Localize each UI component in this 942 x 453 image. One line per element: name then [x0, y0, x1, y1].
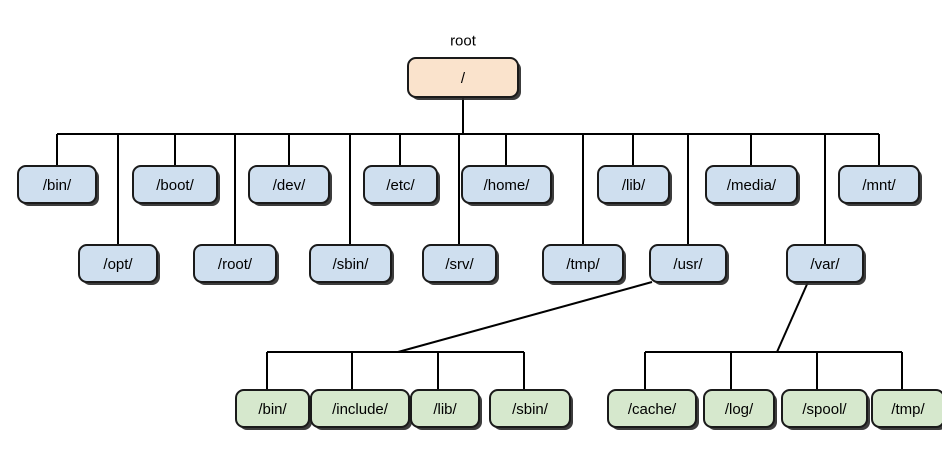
node-usr-child-lib[interactable]: /lib/ [410, 389, 482, 430]
node-label: /spool/ [802, 401, 847, 418]
node-box[interactable] [786, 244, 864, 283]
node-box[interactable] [649, 244, 727, 283]
node-label: /opt/ [103, 256, 133, 273]
node-level1-tmp[interactable]: /tmp/ [542, 244, 626, 285]
node-box[interactable] [871, 389, 942, 428]
node-level1-var[interactable]: /var/ [786, 244, 866, 285]
node-label: /include/ [332, 401, 389, 418]
node-level1-usr[interactable]: /usr/ [649, 244, 729, 285]
node-label: /usr/ [673, 256, 703, 273]
node-label: /etc/ [386, 177, 415, 194]
node-label: /bin/ [258, 401, 287, 418]
nodes-layer: / /bin/ /opt/ /boot/ /root/ /dev/ /sbin/ /etc/ /… [17, 57, 942, 430]
node-box[interactable] [607, 389, 697, 428]
node-label: /media/ [727, 177, 777, 194]
node-level1-opt[interactable]: /opt/ [78, 244, 160, 285]
node-box[interactable] [705, 165, 798, 204]
node-box[interactable] [838, 165, 920, 204]
node-label: /log/ [725, 401, 754, 418]
node-box[interactable] [235, 389, 310, 428]
node-label: /dev/ [273, 177, 306, 194]
node-var-child-tmp[interactable]: /tmp/ [871, 389, 942, 430]
node-box[interactable] [309, 244, 392, 283]
node-level1-srv[interactable]: /srv/ [422, 244, 499, 285]
node-label: /home/ [484, 177, 531, 194]
node-box[interactable] [132, 165, 218, 204]
edge-usr-diagonal [397, 281, 653, 353]
node-box[interactable] [248, 165, 330, 204]
node-label: /bin/ [43, 177, 72, 194]
node-level1-root[interactable]: /root/ [193, 244, 279, 285]
node-box[interactable] [703, 389, 775, 428]
node-level1-boot[interactable]: /boot/ [132, 165, 220, 206]
node-box[interactable] [17, 165, 97, 204]
node-box[interactable] [310, 389, 410, 428]
node-label: /lib/ [622, 177, 646, 194]
node-label: /var/ [810, 256, 840, 273]
node-level1-media[interactable]: /media/ [705, 165, 800, 206]
node-box[interactable] [78, 244, 158, 283]
node-label: /root/ [218, 256, 253, 273]
node-var-child-cache[interactable]: /cache/ [607, 389, 699, 430]
node-var-child-log[interactable]: /log/ [703, 389, 777, 430]
node-label: /tmp/ [891, 401, 925, 418]
node-level1-sbin[interactable]: /sbin/ [309, 244, 394, 285]
node-box[interactable] [407, 57, 519, 98]
node-label: /sbin/ [333, 256, 370, 273]
edges-layer [56, 97, 903, 390]
node-level1-dev[interactable]: /dev/ [248, 165, 332, 206]
node-level1-bin[interactable]: /bin/ [17, 165, 99, 206]
node-label: /sbin/ [512, 401, 549, 418]
node-box[interactable] [542, 244, 624, 283]
node-label: /srv/ [445, 256, 474, 273]
node-usr-child-include[interactable]: /include/ [310, 389, 412, 430]
node-box[interactable] [363, 165, 438, 204]
node-label: / [461, 70, 466, 87]
node-level1-home[interactable]: /home/ [461, 165, 554, 206]
node-box[interactable] [461, 165, 552, 204]
node-usr-child-bin[interactable]: /bin/ [235, 389, 312, 430]
node-box[interactable] [422, 244, 497, 283]
node-box[interactable] [193, 244, 277, 283]
node-box[interactable] [781, 389, 868, 428]
root-caption: root [450, 33, 477, 50]
node-level1-etc[interactable]: /etc/ [363, 165, 440, 206]
node-level1-mnt[interactable]: /mnt/ [838, 165, 922, 206]
edge-var-diagonal [776, 281, 809, 353]
node-box[interactable] [489, 389, 571, 428]
node-label: /mnt/ [862, 177, 896, 194]
node-box[interactable] [597, 165, 670, 204]
node-root[interactable]: / [407, 57, 521, 100]
node-usr-child-sbin[interactable]: /sbin/ [489, 389, 573, 430]
node-box[interactable] [410, 389, 480, 428]
node-label: /lib/ [433, 401, 457, 418]
node-label: /tmp/ [566, 256, 600, 273]
node-label: /boot/ [156, 177, 194, 194]
node-var-child-spool[interactable]: /spool/ [781, 389, 870, 430]
node-level1-lib[interactable]: /lib/ [597, 165, 672, 206]
node-label: /cache/ [628, 401, 677, 418]
